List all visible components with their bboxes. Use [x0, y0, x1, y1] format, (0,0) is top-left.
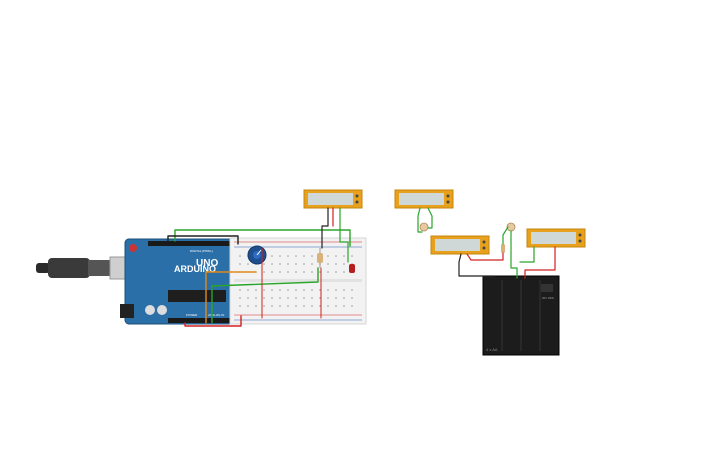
wire-green[interactable] [510, 230, 518, 279]
wires[interactable] [167, 207, 556, 327]
digital-label: DIGITAL (PWM~) [190, 249, 213, 253]
wire-green[interactable] [417, 207, 423, 233]
photoresistor-icon[interactable] [419, 222, 429, 232]
led-icon[interactable] [349, 264, 355, 273]
arduino-board[interactable]: ARDUINO UNO DIGITAL (PWM~) POWER ANALOG … [120, 238, 244, 325]
wire-green[interactable] [519, 246, 535, 263]
battery-switch-on: ON [542, 296, 547, 300]
breadboard[interactable] [229, 237, 367, 325]
reset-button[interactable] [129, 244, 137, 252]
wire-green[interactable] [502, 226, 509, 245]
battery-switch-off: OFF [548, 296, 554, 300]
breadboard-holes [239, 255, 353, 307]
battery-label: 4 x AA [486, 347, 498, 352]
wire-black[interactable] [321, 207, 329, 249]
wire-red[interactable] [524, 246, 556, 279]
resistor-icon[interactable] [317, 248, 323, 268]
wire-red[interactable] [466, 252, 504, 261]
microcontroller-chip [168, 290, 226, 302]
wire-green[interactable] [211, 267, 319, 324]
wire-orange[interactable] [205, 271, 257, 324]
power-label: POWER [186, 313, 198, 317]
arduino-brand-label: ARDUINO [174, 264, 216, 274]
power-analog-header [168, 318, 234, 323]
wire-green[interactable] [427, 207, 433, 229]
wire-green[interactable] [339, 207, 349, 263]
potentiometer-icon[interactable] [247, 245, 267, 265]
digital-header [148, 241, 238, 246]
battery-pack-icon[interactable]: 4 x AA ON OFF [482, 275, 560, 356]
wire-black[interactable] [458, 253, 495, 279]
lcd-display-3[interactable] [430, 235, 490, 255]
resistor-icon[interactable] [501, 244, 505, 253]
lcd-display-1[interactable] [303, 189, 363, 209]
wire-red[interactable] [184, 315, 242, 327]
analog-label: ANALOG IN [208, 313, 224, 317]
lcd-display-2[interactable] [394, 189, 454, 209]
wire-black[interactable] [167, 235, 239, 245]
lcd-display-4[interactable] [526, 228, 586, 248]
usb-cable-icon[interactable] [36, 256, 141, 280]
arduino-model-label: UNO [196, 258, 218, 269]
